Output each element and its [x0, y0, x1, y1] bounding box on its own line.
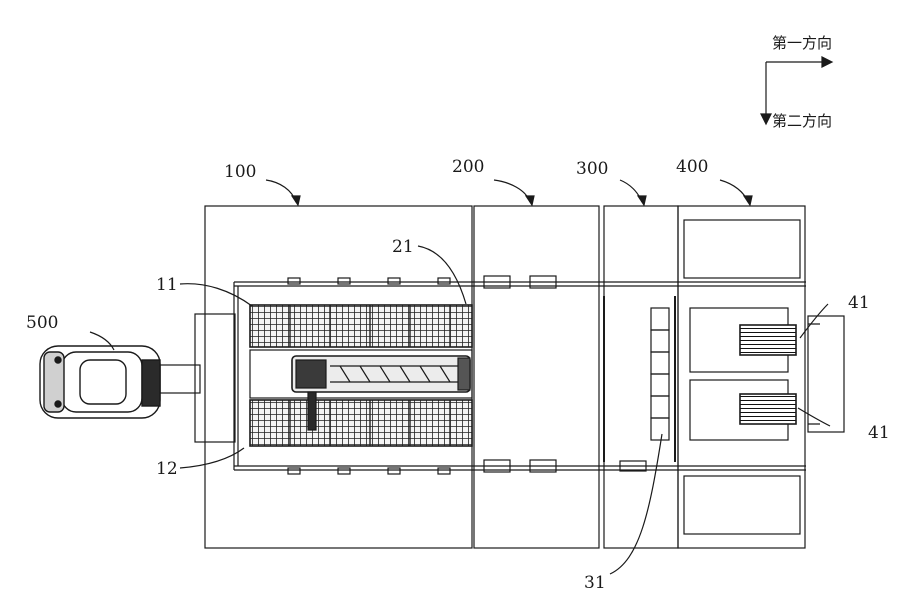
- crane-end-cap: [458, 358, 470, 390]
- first-direction-label: 第一方向: [772, 34, 832, 52]
- station-400-bottom: [684, 476, 800, 534]
- label-200: 200: [452, 157, 484, 177]
- loading-platform: [195, 314, 235, 442]
- section-300-frame: [604, 206, 678, 548]
- label-11: 11: [156, 275, 178, 295]
- label-31: 31: [584, 573, 606, 593]
- station-400-top: [684, 220, 800, 278]
- label-12: 12: [156, 459, 178, 479]
- label-500: 500: [26, 313, 58, 333]
- section-400-frame: [678, 206, 805, 548]
- conveyor-41-top: [740, 325, 796, 355]
- buffer-cells: [651, 308, 669, 440]
- label-100: 100: [224, 162, 256, 182]
- second-direction-label: 第二方向: [772, 112, 832, 130]
- stacker-crane-carriage: [296, 360, 326, 388]
- discharge-ticks: [808, 324, 820, 424]
- label-400: 400: [676, 157, 708, 177]
- label-41-bottom: 41: [868, 423, 890, 443]
- second-direction-arrowhead: [761, 114, 771, 124]
- storage-rack-upper: [250, 305, 472, 347]
- first-direction-arrowhead: [822, 57, 832, 67]
- storage-rack-lower: [250, 400, 472, 446]
- label-21: 21: [392, 237, 414, 257]
- discharge-platform: [808, 316, 844, 432]
- label-300: 300: [576, 159, 608, 179]
- section-200-frame: [474, 206, 599, 548]
- vehicle-500: [40, 346, 160, 418]
- conveyor-41-bottom: [740, 394, 796, 424]
- label-41-top: 41: [848, 293, 870, 313]
- loading-arm: [160, 365, 200, 393]
- stacker-crane-fork: [308, 392, 316, 430]
